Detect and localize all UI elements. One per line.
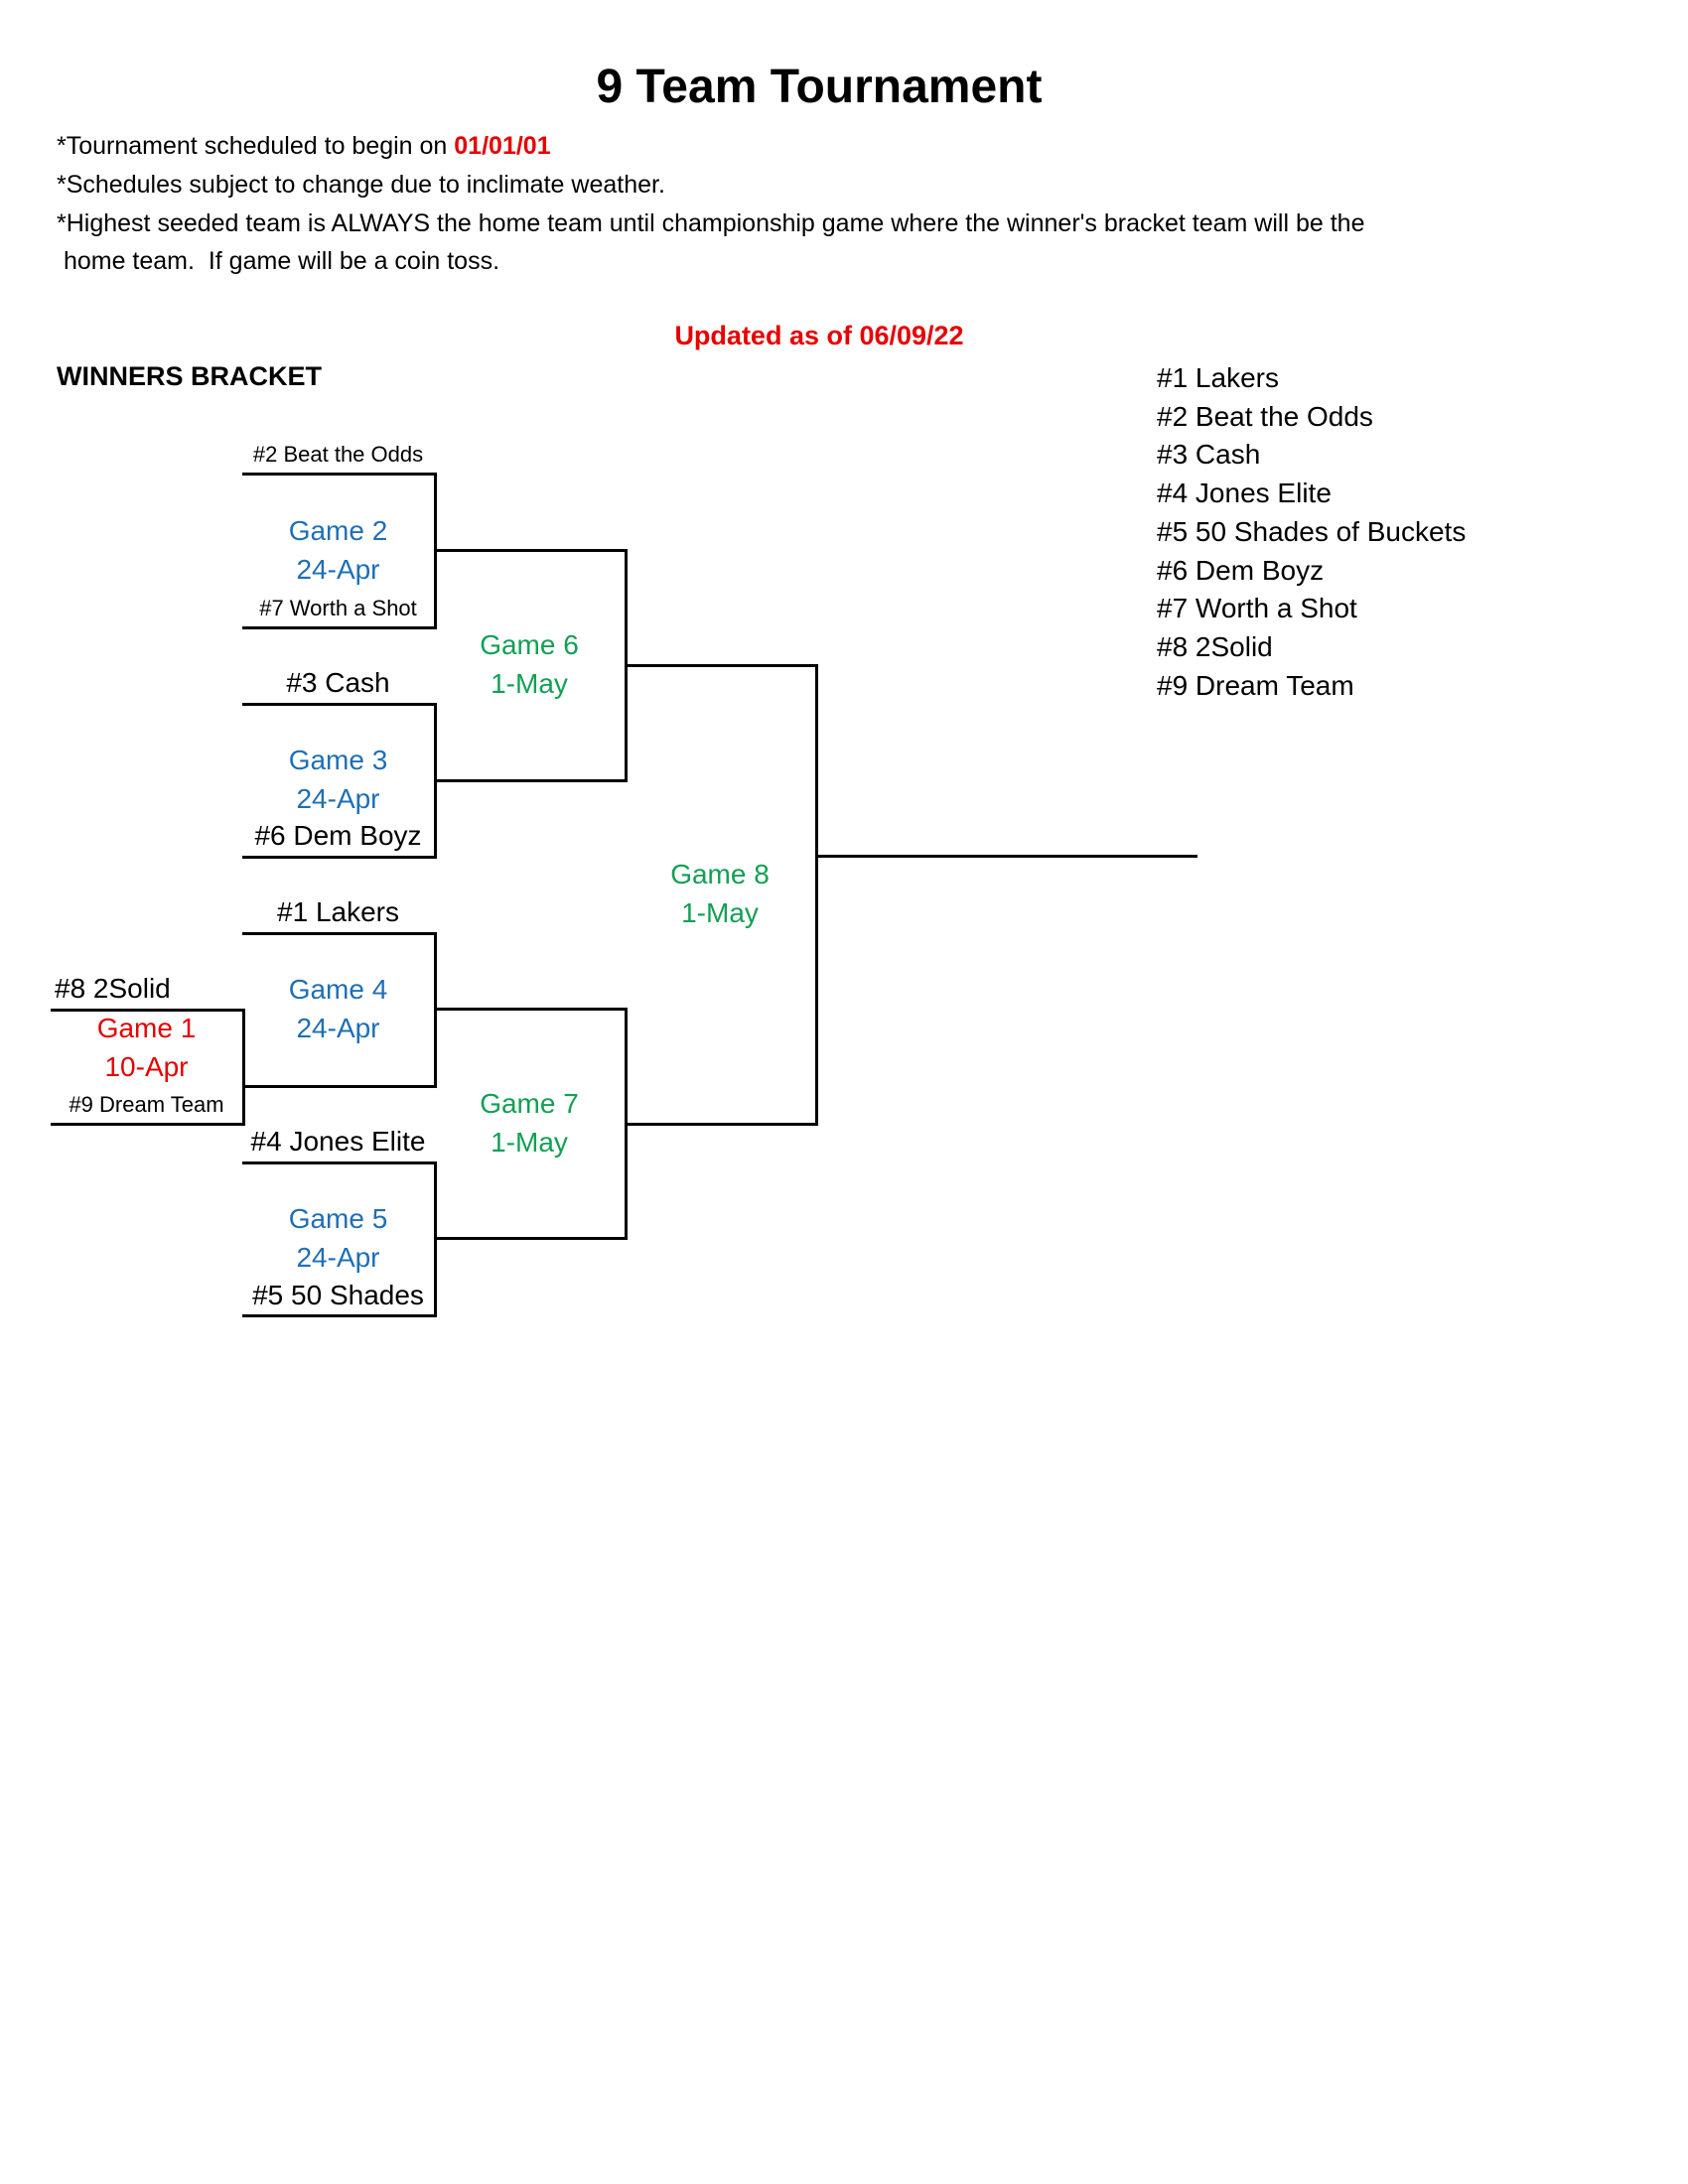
note-start-text: *Tournament scheduled to begin on xyxy=(57,132,455,160)
game5-bottom-team: #5 50 Shades xyxy=(252,1280,424,1310)
seed-item: #6 Dem Boyz xyxy=(1157,554,1325,586)
bracket-line xyxy=(815,664,818,1126)
bracket-line xyxy=(434,549,628,552)
bracket-line xyxy=(434,779,628,782)
game1-date: 10-Apr xyxy=(104,1051,189,1082)
game3-label: Game 3 24-Apr xyxy=(242,741,434,818)
seed-item: #2 Beat the Odds xyxy=(1157,400,1373,432)
bracket-line xyxy=(51,1123,245,1126)
seed-item: #5 50 Shades of Buckets xyxy=(1157,515,1467,547)
game4-name: Game 4 xyxy=(288,974,388,1005)
game8-name: Game 8 xyxy=(670,859,770,889)
game6-label: Game 6 1-May xyxy=(434,625,625,703)
game4-top-team: #1 Lakers xyxy=(277,896,399,927)
updated-date: Updated as of 06/09/22 xyxy=(674,321,964,350)
game3-bottom-team: #6 Dem Boyz xyxy=(254,820,422,851)
game5-top-team: #4 Jones Elite xyxy=(250,1126,426,1157)
game7-date: 1-May xyxy=(491,1127,568,1158)
seed-item: #1 Lakers xyxy=(1157,362,1279,393)
game2-date: 24-Apr xyxy=(296,554,380,585)
game2-top-team: #2 Beat the Odds xyxy=(252,442,424,467)
championship-line xyxy=(815,855,1197,858)
game8-label: Game 8 1-May xyxy=(625,855,815,932)
bracket-line xyxy=(242,1161,437,1164)
note-start-date: *Tournament scheduled to begin on 01/01/… xyxy=(57,132,551,161)
game8-date: 1-May xyxy=(681,897,759,928)
game7-label: Game 7 1-May xyxy=(434,1084,625,1161)
note-home-team: *Highest seeded team is ALWAYS the home … xyxy=(57,209,1365,237)
bracket-line xyxy=(434,1237,628,1240)
seed-list: #1 Lakers #2 Beat the Odds #3 Cash #4 Jo… xyxy=(1157,359,1466,705)
bracket-line xyxy=(51,1009,245,1012)
game2-label: Game 2 24-Apr xyxy=(242,511,434,589)
game7-name: Game 7 xyxy=(480,1088,579,1119)
game5-label: Game 5 24-Apr xyxy=(242,1199,434,1277)
bracket-line xyxy=(242,932,437,935)
bracket-heading: WINNERS BRACKET xyxy=(57,361,322,391)
bracket-line xyxy=(242,626,437,629)
page-title: 9 Team Tournament xyxy=(596,61,1043,113)
game4-date: 24-Apr xyxy=(296,1013,380,1043)
game4-label: Game 4 24-Apr xyxy=(242,970,434,1047)
game6-date: 1-May xyxy=(491,668,568,699)
bracket-line xyxy=(242,1085,437,1088)
bracket-line xyxy=(242,703,437,706)
bracket-line xyxy=(242,1009,245,1126)
start-date: 01/01/01 xyxy=(454,132,551,160)
game1-name: Game 1 xyxy=(96,1013,197,1043)
game3-date: 24-Apr xyxy=(296,783,380,814)
game1-bottom-team: #9 Dream Team xyxy=(69,1092,224,1117)
game1-top-team: #8 2Solid xyxy=(55,973,171,1004)
seed-item: #8 2Solid xyxy=(1157,630,1273,662)
bracket-line xyxy=(242,856,437,859)
bracket-line xyxy=(242,1314,437,1317)
game5-name: Game 5 xyxy=(288,1203,388,1234)
game6-name: Game 6 xyxy=(480,629,579,660)
bracket-line xyxy=(625,1123,818,1126)
note-weather: *Schedules subject to change due to incl… xyxy=(57,171,665,199)
bracket-line xyxy=(625,664,818,667)
note-home-team-cont: home team. If game will be a coin toss. xyxy=(57,247,500,275)
seed-item: #7 Worth a Shot xyxy=(1157,593,1357,624)
game3-name: Game 3 xyxy=(288,745,388,775)
seed-item: #9 Dream Team xyxy=(1157,669,1354,701)
game2-name: Game 2 xyxy=(288,515,388,546)
game2-bottom-team: #7 Worth a Shot xyxy=(259,596,417,620)
game3-top-team: #3 Cash xyxy=(286,667,390,698)
game1-label: Game 1 10-Apr xyxy=(51,1009,242,1086)
game5-date: 24-Apr xyxy=(296,1242,380,1273)
seed-item: #3 Cash xyxy=(1157,439,1261,471)
bracket-line xyxy=(242,473,437,476)
bracket-line xyxy=(434,1008,628,1011)
seed-item: #4 Jones Elite xyxy=(1157,478,1332,509)
